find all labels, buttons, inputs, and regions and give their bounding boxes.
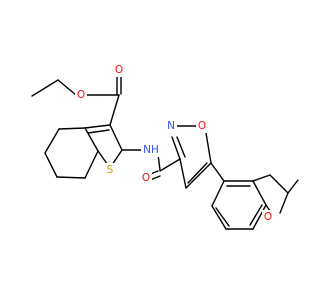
amide-nh-label: NH: [143, 144, 159, 156]
bond: [185, 162, 212, 189]
bond: [56, 176, 86, 179]
bond: [44, 128, 60, 154]
bond: [187, 162, 208, 184]
structure-canvas: O O S NH O N O O: [31, 63, 299, 230]
bond: [176, 136, 186, 158]
bond: [249, 204, 263, 226]
bond: [279, 192, 289, 214]
bond: [252, 174, 271, 182]
bond: [84, 127, 99, 152]
bond: [269, 174, 289, 194]
ester-oxygen-label: O: [77, 89, 85, 101]
ester-carbonyl-oxygen-label: O: [115, 64, 123, 76]
bond: [287, 179, 299, 194]
bond: [252, 180, 267, 206]
bond: [84, 124, 111, 129]
bond: [252, 204, 267, 230]
bond: [44, 152, 58, 178]
bond: [210, 162, 225, 182]
molecule-structure: O O S NH O N O O: [31, 63, 299, 230]
thiophene-sulfur-label: S: [107, 164, 114, 176]
bond: [109, 124, 123, 151]
bond: [215, 207, 230, 227]
amide-oxygen-label: O: [142, 172, 150, 184]
bond: [109, 94, 120, 126]
bond: [84, 150, 99, 179]
bond: [31, 79, 59, 97]
dihydrofuran-oxygen-label: O: [264, 211, 272, 223]
bond: [211, 205, 227, 230]
bond: [87, 129, 110, 134]
atom-labels: O O S NH O N O O: [75, 63, 274, 224]
bond: [58, 127, 86, 130]
bond: [159, 158, 181, 172]
isoxazole-oxygen-label: O: [198, 120, 206, 132]
bond: [57, 79, 77, 96]
bond: [205, 132, 212, 164]
isoxazole-nitrogen-label: N: [167, 120, 175, 132]
bond: [171, 136, 181, 160]
bond: [211, 180, 225, 207]
bond: [179, 158, 187, 189]
bonds: [31, 75, 299, 230]
